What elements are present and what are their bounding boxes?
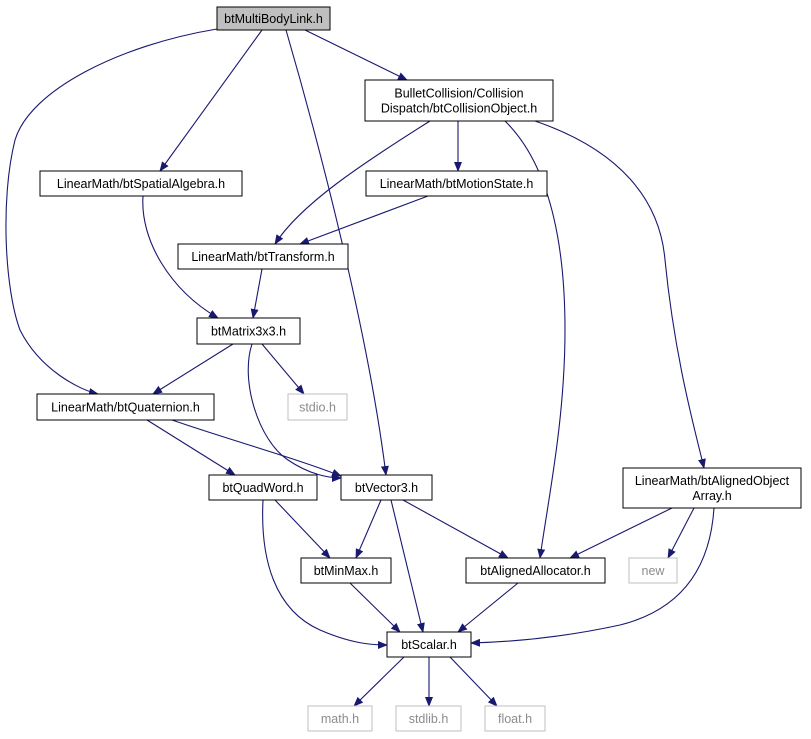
node-box-btMultiBodyLink [216,6,331,31]
node-label-btAlignedAllocator: btAlignedAllocator.h [480,564,591,578]
edge-btQuadWord-to-btMinMax [274,499,331,559]
node-btMatrix3x3[interactable]: btMatrix3x3.h [196,317,301,345]
node-box-btAlignedObjectArray [622,467,802,509]
edge-btAlignedAllocator-to-btScalar [457,582,519,633]
node-label-btMatrix3x3: btMatrix3x3.h [211,325,286,339]
node-box-btTransform [177,243,349,270]
edge-btMultiBodyLink-to-btVector3 [285,29,389,476]
edge-btAlignedObjectArray-to-btScalar [470,507,715,647]
node-label-btQuaternion: LinearMath/btQuaternion.h [51,401,200,415]
edge-btMatrix3x3-to-btVector3 [247,343,342,482]
node-box-btMotionState [365,170,548,197]
edge-btVector3-to-btMinMax [355,499,382,559]
node-label-btCollisionObject-line-2: Dispatch/btCollisionObject.h [381,102,537,116]
node-label-btQuadWord: btQuadWord.h [222,481,303,495]
edge-btMinMax-to-btScalar [349,582,401,633]
node-box-btCollisionObject [364,79,554,122]
node-box-btMinMax [300,557,392,584]
edge-btVector3-to-btScalar [390,499,425,633]
node-btTransform[interactable]: LinearMath/btTransform.h [177,243,349,270]
edge-btAlignedObjectArray-to-new [667,507,695,559]
node-box-new [628,557,678,584]
node-stdio: stdio.h [287,393,348,421]
node-box-btQuadWord [208,474,318,501]
edge-btVector3-to-btAlignedAllocator [402,499,509,559]
edges-layer [5,28,715,707]
edge-btMultiBodyLink-to-btQuaternion [5,28,218,396]
node-btAlignedAllocator[interactable]: btAlignedAllocator.h [465,557,606,584]
node-box-btSpatialAlgebra [39,170,243,197]
node-btMultiBodyLink[interactable]: btMultiBodyLink.h [216,6,331,31]
edge-btScalar-to-math [353,656,405,707]
node-btQuaternion[interactable]: LinearMath/btQuaternion.h [36,393,215,421]
node-btVector3[interactable]: btVector3.h [340,474,433,501]
node-math: math.h [307,705,373,732]
node-label-stdlib: stdlib.h [409,712,449,726]
node-float: float.h [484,705,546,732]
edge-btMatrix3x3-to-btQuaternion [152,343,234,395]
edge-btTransform-to-btMatrix3x3 [250,268,263,319]
node-label-btVector3: btVector3.h [355,481,418,495]
node-box-btMatrix3x3 [196,317,301,345]
node-label-btCollisionObject-line-1: BulletCollision/Collision [394,87,523,101]
edge-btMotionState-to-btTransform [299,195,429,245]
node-label-math: math.h [321,712,359,726]
nodes-layer: btMultiBodyLink.hBulletCollision/Collisi… [36,6,802,732]
node-btCollisionObject[interactable]: BulletCollision/CollisionDispatch/btColl… [364,79,554,122]
node-label-btScalar: btScalar.h [401,638,457,652]
edge-btMultiBodyLink-to-btSpatialAlgebra [159,29,263,172]
node-btSpatialAlgebra[interactable]: LinearMath/btSpatialAlgebra.h [39,170,243,197]
node-label-btTransform: LinearMath/btTransform.h [191,250,334,264]
node-label-btMotionState: LinearMath/btMotionState.h [380,177,534,191]
edge-btQuadWord-to-btScalar [262,499,388,649]
node-label-btAlignedObjectArray-line-2: Array.h [692,489,731,503]
node-stdlib: stdlib.h [395,705,462,732]
edge-btScalar-to-float [449,656,498,707]
node-new: new [628,557,678,584]
edge-btCollisionObject-to-btAlignedObjectArray [534,120,706,469]
node-box-btAlignedAllocator [465,557,606,584]
node-btMotionState[interactable]: LinearMath/btMotionState.h [365,170,548,197]
edge-btQuaternion-to-btQuadWord [146,419,236,476]
node-box-stdio [287,393,348,421]
node-box-math [307,705,373,732]
edge-btQuaternion-to-btVector3 [171,419,342,477]
node-label-stdio: stdio.h [299,401,336,415]
node-label-btMultiBodyLink: btMultiBodyLink.h [224,12,323,26]
node-label-btMinMax: btMinMax.h [314,564,379,578]
node-box-stdlib [395,705,462,732]
node-label-btSpatialAlgebra: LinearMath/btSpatialAlgebra.h [57,177,225,191]
edge-btSpatialAlgebra-to-btMatrix3x3 [142,195,219,319]
edge-btCollisionObject-to-btTransform [274,120,431,245]
node-btQuadWord[interactable]: btQuadWord.h [208,474,318,501]
node-box-btQuaternion [36,393,215,421]
edge-btMultiBodyLink-to-btCollisionObject [304,29,408,81]
edge-btMatrix3x3-to-stdio [261,343,305,395]
node-box-btScalar [386,631,472,658]
node-label-new: new [642,564,666,578]
node-label-float: float.h [498,712,532,726]
node-btMinMax[interactable]: btMinMax.h [300,557,392,584]
edge-btAlignedObjectArray-to-btAlignedAllocator [569,507,673,559]
node-box-btVector3 [340,474,433,501]
node-box-float [484,705,546,732]
node-label-btAlignedObjectArray-line-1: LinearMath/btAlignedObject [635,474,790,488]
node-btScalar[interactable]: btScalar.h [386,631,472,658]
